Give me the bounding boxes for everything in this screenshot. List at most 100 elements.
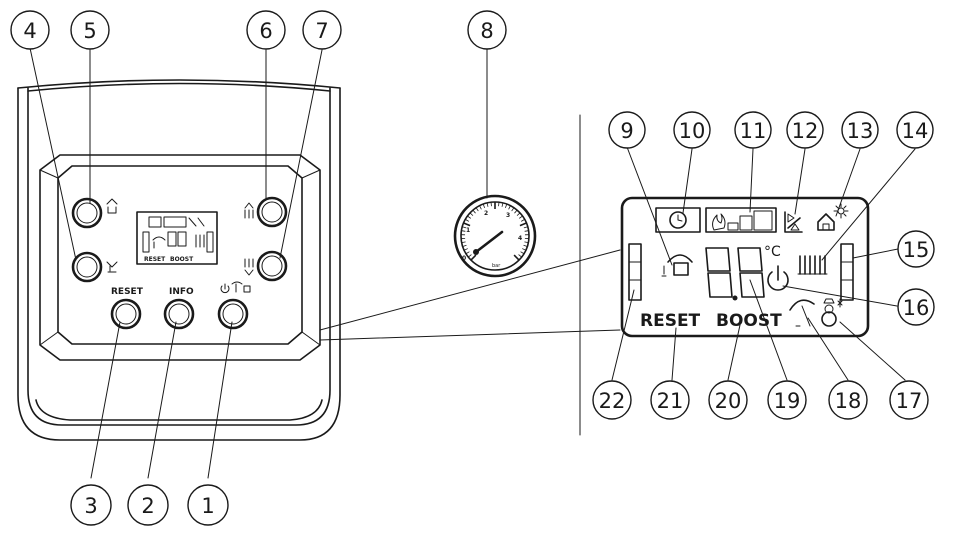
gauge-tick-mark [524, 241, 529, 244]
heating-up-button[interactable] [256, 196, 288, 228]
svg-text:11: 11 [740, 119, 767, 143]
svg-text:2: 2 [141, 494, 154, 518]
svg-text:10: 10 [679, 119, 706, 143]
reset-button[interactable] [110, 298, 142, 330]
svg-text:16: 16 [903, 296, 930, 320]
gauge-tick-mark [520, 251, 525, 255]
gauge-tick-mark [522, 248, 527, 251]
gauge-tick-mark [463, 248, 468, 251]
callout-3: 3 [70, 484, 112, 526]
radiator-icon [797, 255, 828, 275]
pressure-gauge: 0 1 2 3 4 bar [453, 194, 537, 278]
gauge-tick-mark [462, 226, 467, 229]
svg-text:13: 13 [847, 119, 874, 143]
callout-4: 4 [10, 10, 50, 50]
temperature-digits [705, 247, 765, 301]
callout-5: 5 [70, 10, 110, 50]
callout-19: 19 [767, 380, 807, 420]
flame-power-icon [705, 207, 777, 233]
svg-text:22: 22 [599, 389, 626, 413]
gauge-tick-mark [463, 222, 471, 227]
heating-down-button[interactable] [256, 250, 288, 282]
lcd-reset-label: RESET [640, 311, 701, 331]
svg-text:5: 5 [83, 19, 96, 43]
gauge-tick-mark [501, 202, 504, 207]
svg-text:6: 6 [259, 19, 272, 43]
callout-6: 6 [246, 10, 286, 50]
callout-9: 9 [608, 111, 646, 149]
gauge-tick-mark [523, 226, 528, 229]
power-icon [767, 265, 789, 291]
gauge-tick-2: 2 [484, 210, 488, 217]
svg-text:19: 19 [774, 389, 801, 413]
boiler-body [17, 79, 341, 441]
callout-11: 11 [734, 111, 772, 149]
gauge-tick-mark [462, 244, 467, 247]
tap-icon [661, 254, 693, 277]
gauge-tick-mark [514, 209, 518, 214]
left-bar-indicator [628, 243, 642, 301]
lcd-boost-label: BOOST [716, 311, 782, 331]
callout-21: 21 [650, 380, 690, 420]
dhw-up-icon [106, 198, 118, 214]
gauge-tick-mark [524, 230, 529, 232]
gauge-tick-mark [505, 203, 508, 208]
celsius-unit: °C [764, 244, 781, 260]
svg-text:4: 4 [23, 19, 36, 43]
callout-12: 12 [786, 111, 824, 149]
info-button[interactable] [163, 298, 195, 330]
dhw-down-button[interactable] [71, 251, 103, 283]
gauge-tick-mark [523, 244, 528, 247]
gauge-tick-0: 0 [462, 255, 466, 262]
panel-lcd-boost-label: BOOST [170, 256, 194, 263]
house-sun-icon [817, 203, 849, 231]
gauge-tick-mark [467, 215, 471, 219]
gauge-unit: bar [492, 263, 501, 269]
power-summer-winter-icon [220, 281, 251, 294]
callout-10: 10 [673, 111, 711, 149]
gauge-tick-mark [513, 254, 520, 261]
callout-20: 20 [708, 380, 748, 420]
reset-button-label: RESET [111, 287, 144, 297]
gauge-tick-mark [482, 203, 485, 208]
leader-lines [29, 47, 916, 479]
svg-text:18: 18 [835, 389, 862, 413]
mode-button[interactable] [217, 298, 249, 330]
gauge-tick-mark [461, 241, 466, 244]
callout-13: 13 [841, 111, 879, 149]
gauge-tick-mark [511, 207, 515, 212]
gauge-tick-mark [461, 230, 466, 232]
gauge-needle [474, 230, 504, 254]
dhw-down-icon [106, 261, 118, 273]
panel-lcd-reset-label: RESET [144, 256, 166, 263]
panel-lcd: RESET BOOST [136, 211, 218, 265]
svg-text:1: 1 [201, 494, 214, 518]
svg-text:15: 15 [903, 238, 930, 262]
callout-15: 15 [897, 230, 935, 268]
gauge-tick-mark [486, 202, 489, 207]
callout-22: 22 [592, 380, 632, 420]
callout-16: 16 [897, 288, 935, 326]
dhw-up-button[interactable] [71, 197, 103, 229]
gauge-tick-mark [518, 254, 522, 258]
gauge-tick-mark [470, 254, 477, 261]
callout-18: 18 [828, 380, 868, 420]
svg-text:21: 21 [657, 389, 684, 413]
gauge-tick-mark [468, 254, 472, 258]
gauge-tick-4: 4 [518, 235, 522, 242]
gauge-tick-mark [469, 212, 474, 216]
gauge-tick-1: 1 [466, 227, 470, 234]
svg-text:12: 12 [792, 119, 819, 143]
right-bar-indicator [840, 243, 854, 301]
info-button-label: INFO [169, 287, 194, 297]
gauge-tick-mark [516, 212, 521, 216]
gauge-tick-mark [520, 219, 525, 222]
callout-14: 14 [896, 111, 934, 149]
panel-buttons: RESET INFO [71, 196, 288, 330]
gauge-tick-mark [479, 205, 482, 210]
svg-text:9: 9 [620, 119, 633, 143]
callout-2: 2 [127, 484, 169, 526]
gauge-tick-mark [475, 207, 479, 212]
winter-icon [821, 298, 843, 327]
gauge-tick-mark [519, 215, 523, 219]
